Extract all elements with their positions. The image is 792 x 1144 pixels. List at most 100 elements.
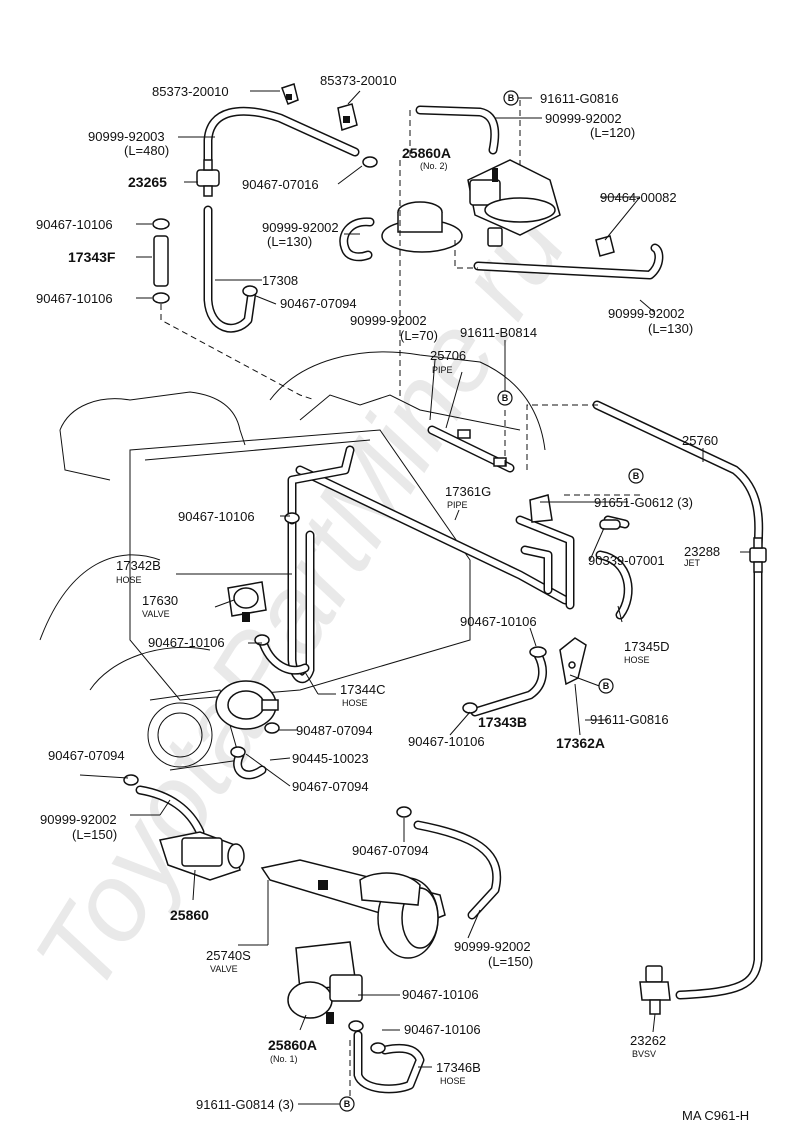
clamp-90467-10106-mid-left[interactable]: [284, 512, 300, 524]
clamp-90467-07094-mid[interactable]: [230, 746, 246, 758]
label-90467-10106-h: 90467-10106: [404, 1022, 481, 1037]
label-no1: (No. 1): [270, 1054, 298, 1064]
clamp-90467-10106-top[interactable]: [152, 218, 170, 230]
hose-90999-92002-l150-left[interactable]: [135, 785, 205, 837]
label-17346b: 17346B: [436, 1060, 481, 1075]
clamp-90467-07094-bottom[interactable]: [396, 806, 412, 818]
vacuum-canister[interactable]: [215, 680, 279, 730]
label-25860a-no1: 25860A: [268, 1037, 317, 1053]
pipe-left-upper[interactable]: [287, 445, 355, 525]
label-90467-10106-b: 90467-10106: [36, 291, 113, 306]
jet-23288[interactable]: [749, 537, 767, 573]
label-valve-b: VALVE: [210, 964, 238, 974]
engine-outline: [39, 351, 546, 771]
vsv-25860a-no2[interactable]: [467, 159, 561, 247]
label-l150-a: (L=150): [72, 827, 117, 842]
label-25740s: 25740S: [206, 948, 251, 963]
clip-90464-00082[interactable]: [595, 235, 615, 257]
vsv-25860a-no1[interactable]: [287, 941, 363, 1024]
clamp-90467-10106-17343b[interactable]: [462, 702, 478, 714]
label-90999-92002-d: 90999-92002: [350, 313, 427, 328]
circle-mark-b-bottom: B: [339, 1096, 355, 1112]
label-hose-b: HOSE: [624, 655, 650, 665]
clamp-90467-10106-no1-a[interactable]: [348, 1020, 364, 1032]
label-l130-b: (L=130): [648, 321, 693, 336]
hose-17344c[interactable]: [257, 635, 310, 675]
connector-23265[interactable]: [196, 159, 220, 197]
label-90467-10106-d: 90467-10106: [148, 635, 225, 650]
svg-text:B: B: [502, 393, 509, 403]
label-90467-10106-a: 90467-10106: [36, 217, 113, 232]
label-25706: 25706: [430, 348, 466, 363]
label-hose-d: HOSE: [440, 1076, 466, 1086]
vsv-25860[interactable]: [159, 831, 245, 881]
clamp-90467-10106-no1-b[interactable]: [370, 1042, 386, 1054]
circle-mark-b-mid: B: [598, 678, 614, 694]
label-l130-a: (L=130): [267, 234, 312, 249]
valve-bracket-25740s[interactable]: [260, 859, 446, 959]
bracket-17362a[interactable]: [559, 637, 587, 686]
label-25860a-no2: 25860A: [402, 145, 451, 161]
label-91611-g0816-top: 91611-G0816: [540, 91, 619, 106]
circle-mark-b-bracket: B: [628, 468, 644, 484]
hose-90999-92002-top[interactable]: [415, 105, 500, 155]
hose-25760[interactable]: [592, 400, 764, 550]
label-90999-92002-a: 90999-92002: [545, 111, 622, 126]
label-17342b: 17342B: [116, 558, 161, 573]
label-91651-g0612: 91651-G0612 (3): [594, 495, 693, 510]
clamp-85373-right[interactable]: [337, 103, 358, 131]
label-17343b: 17343B: [478, 714, 527, 730]
clamp-90467-07094-top[interactable]: [242, 285, 258, 297]
clamp-85373-left[interactable]: [281, 83, 299, 105]
label-90467-07094-b: 90467-07094: [48, 748, 125, 763]
svg-text:B: B: [344, 1099, 351, 1109]
label-90467-07016: 90467-07016: [242, 177, 319, 192]
label-90999-92002-f: 90999-92002: [454, 939, 531, 954]
label-90467-10106-g: 90467-10106: [402, 987, 479, 1002]
fitting-90339-07001[interactable]: [599, 519, 621, 530]
clamp-25706-bracket[interactable]: [457, 429, 507, 467]
valve-17630[interactable]: [227, 581, 267, 622]
label-23262: 23262: [630, 1033, 666, 1048]
diagram-code: MA C961-H: [682, 1108, 749, 1123]
label-l480: (L=480): [124, 143, 169, 158]
hose-90999-92002-l130-left[interactable]: [339, 217, 375, 262]
hose-17343b[interactable]: [470, 650, 547, 717]
label-17308: 17308: [262, 273, 298, 288]
label-25860: 25860: [170, 907, 209, 923]
label-90464-00082: 90464-00082: [600, 190, 677, 205]
hose-90999-92002-l150-right[interactable]: [413, 820, 502, 920]
label-90999-92003: 90999-92003: [88, 129, 165, 144]
label-jet: JET: [684, 558, 701, 568]
label-90467-07094-d: 90467-07094: [352, 843, 429, 858]
diaphragm-unit[interactable]: [381, 201, 463, 253]
label-25760: 25760: [682, 433, 718, 448]
label-pipe-b: PIPE: [447, 500, 468, 510]
label-90445-10023: 90445-10023: [292, 751, 369, 766]
bvsv-23262[interactable]: [639, 965, 671, 1015]
label-85373-20010-a: 85373-20010: [152, 84, 229, 99]
clamp-90467-07016[interactable]: [362, 156, 378, 168]
bracket-91651[interactable]: [529, 494, 553, 523]
hose-17346b[interactable]: [353, 1030, 425, 1094]
pipe-17361g[interactable]: [295, 465, 575, 610]
hose-17343f[interactable]: [153, 235, 169, 287]
label-91611-g0816-mid: 91611-G0816: [590, 712, 669, 727]
label-90467-10106-f: 90467-10106: [408, 734, 485, 749]
hose-90999-92003[interactable]: [203, 106, 360, 173]
hose-bvsv-line[interactable]: [675, 565, 763, 1000]
clamp-90467-10106-lower[interactable]: [152, 292, 170, 304]
hose-17342b[interactable]: [287, 515, 315, 684]
clamp-90487-07094[interactable]: [264, 722, 280, 734]
clamp-90467-10106-right[interactable]: [529, 646, 547, 658]
hose-90445[interactable]: [233, 750, 267, 780]
hose-17308[interactable]: [203, 205, 257, 333]
label-90467-07094-c: 90467-07094: [292, 779, 369, 794]
dashed-reference-lines: [160, 100, 640, 1108]
label-l70: (L=70): [400, 328, 438, 343]
hose-90999-92002-l130-right[interactable]: [473, 243, 664, 280]
leader-lines: [79, 90, 750, 1105]
clamp-90467-07094-left[interactable]: [123, 774, 139, 786]
svg-text:B: B: [508, 93, 515, 103]
